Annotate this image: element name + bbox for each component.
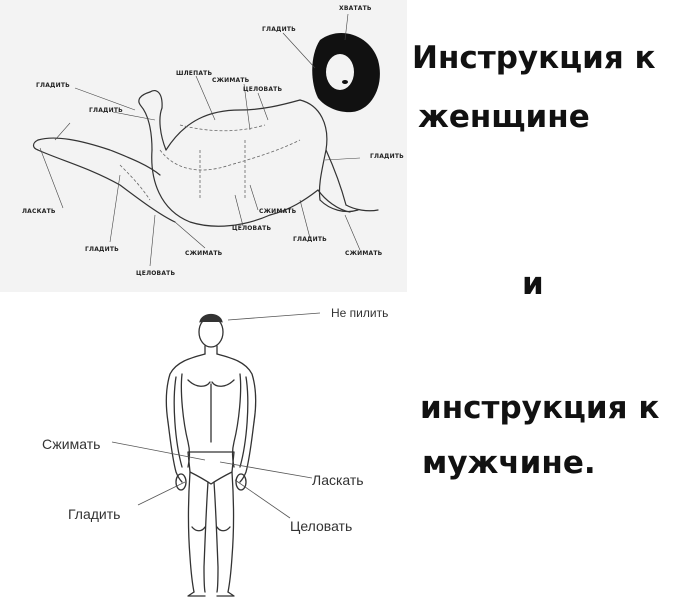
label-szhimat-chest: СЖИМАТЬ: [259, 208, 297, 215]
label-gladit-hair: ГЛАДИТЬ: [262, 26, 296, 33]
woman-diagram-panel: ХВАТАТЬ ГЛАДИТЬ ШЛЕПАТЬ СЖИМАТЬ ЦЕЛОВАТЬ…: [0, 0, 407, 292]
title-women-line2: женщине: [418, 99, 590, 135]
label-ne-pilit: Не пилить: [331, 306, 389, 320]
label-szhimat-back: СЖИМАТЬ: [212, 77, 250, 84]
label-szhimat: Сжимать: [42, 436, 101, 452]
label-gladit-belly: ГЛАДИТЬ: [293, 236, 327, 243]
label-shlepat: ШЛЕПАТЬ: [176, 70, 213, 77]
label-szhimat-knee: СЖИМАТЬ: [185, 250, 223, 257]
label-celovat: Целовать: [290, 518, 353, 534]
label-celovat-belly: ЦЕЛОВАТЬ: [232, 225, 272, 232]
label-gladit-arm: ГЛАДИТЬ: [370, 153, 404, 160]
woman-figure-illustration: [32, 13, 380, 267]
man-figure-illustration: [111, 312, 321, 597]
label-szhimat-hand: СЖИМАТЬ: [345, 250, 383, 257]
label-gladit-foot: ГЛАДИТЬ: [36, 82, 70, 89]
label-gladit-knee: ГЛАДИТЬ: [85, 246, 119, 253]
label-celovat-back: ЦЕЛОВАТЬ: [243, 86, 283, 93]
conjunction: и: [522, 266, 544, 302]
title-men-line1: инструкция к: [420, 390, 660, 426]
title-women-line1: Инструкция к: [412, 40, 656, 76]
title-men-line2: мужчине.: [422, 445, 596, 481]
label-laskat: Ласкать: [312, 472, 364, 488]
label-gladit-calf: ГЛАДИТЬ: [89, 107, 123, 114]
label-hvatat: ХВАТАТЬ: [339, 5, 372, 12]
label-laskat: ЛАСКАТЬ: [22, 208, 56, 215]
label-celovat-knee: ЦЕЛОВАТЬ: [136, 270, 176, 277]
label-gladit: Гладить: [68, 506, 121, 522]
man-diagram-panel: Не пилить Сжимать Ласкать Гладить Целова…: [0, 292, 407, 607]
